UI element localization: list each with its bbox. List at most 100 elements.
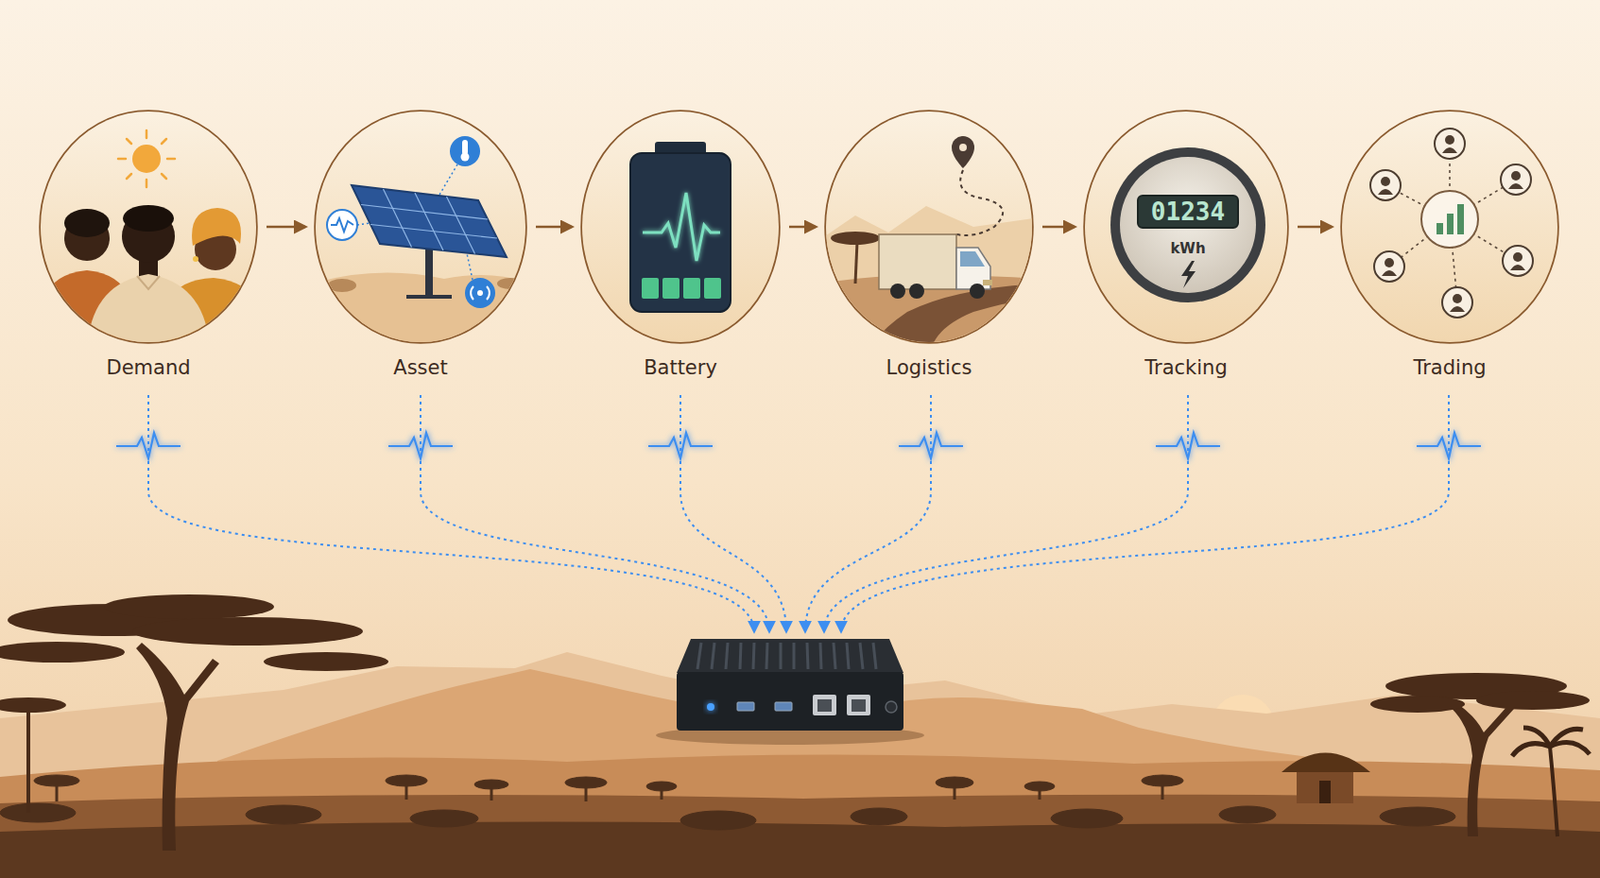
battery-illustration [630,153,731,312]
community-illustration [194,228,237,271]
solar-panel-illustration [357,223,371,225]
signal-pulses [1416,432,1481,459]
small-trees [34,774,80,787]
community-illustration [161,138,167,144]
acacia-tree-left [0,594,389,851]
acacia-tree-left [0,641,125,663]
small-trees [0,803,76,823]
mountains [0,652,1600,878]
edge-computer [820,642,822,670]
small-trees [405,782,409,800]
edge-computer [846,694,871,716]
small-trees [474,779,509,790]
trading-network-illustration [1448,143,1451,220]
data-link-lines [148,395,1449,632]
solar-panel-illustration [461,153,470,162]
edge-computer [655,725,925,745]
trading-network-illustration [1385,185,1450,220]
circle-outline [313,109,528,345]
stage-label: Trading [1283,355,1600,380]
edge-computer [697,642,877,670]
circle-outline [1340,109,1560,345]
solar-panel-illustration [439,164,458,195]
stage-label: Logistics [767,355,1091,380]
community-illustration [121,209,175,263]
solar-panel-illustration [361,205,488,221]
circle-outline [315,111,527,344]
community-illustration [161,173,167,179]
circle-outline [580,109,781,345]
trading-network-illustration [1457,204,1464,235]
community-illustration [37,108,261,347]
logistics-illustration [822,206,1040,350]
data-link-lines [148,395,755,632]
trading-network-illustration [1384,258,1394,268]
edge-computer [737,702,755,711]
solar-panel-illustration [311,273,532,350]
edge-computer [706,703,715,711]
trading-network-illustration [1449,306,1465,312]
logistics-illustration [956,170,1003,236]
trading-network-illustration [1374,251,1405,282]
trading-network-illustration [1436,223,1444,235]
logistics-illustration [855,241,858,284]
trading-network-illustration [1510,264,1526,271]
palm-tree [1549,728,1583,747]
signal-pulses [388,432,453,459]
solar-panel-illustration [477,290,483,296]
edge-computer [725,642,728,670]
trading-network-illustration [1511,171,1521,181]
edge-computer [753,642,755,670]
community-illustration [167,157,175,161]
small-trees [55,782,59,802]
mountains [0,754,1600,878]
solar-panel-illustration [447,196,476,255]
small-trees [1161,782,1165,800]
small-trees [584,784,588,802]
battery-illustration [580,108,781,347]
palm-tree [1549,742,1590,756]
logistics-illustration [909,283,925,299]
signal-pulses [898,432,964,459]
signal-pulses [116,432,1481,459]
trading-network-illustration [1449,219,1518,261]
logistics-illustration [960,251,985,267]
community-illustration [37,108,261,350]
acacia-tree-left [263,652,389,671]
battery-illustration [654,141,706,157]
edge-computer [885,701,897,713]
flow-arrow [789,225,816,229]
solar-panel-illustration [327,278,357,293]
energy-meter-illustration [1181,260,1196,289]
community-illustration [118,157,126,161]
trading-network-illustration [1508,183,1524,190]
small-trees [410,809,479,827]
solar-panel-illustration [497,277,524,290]
acacia-tree-left [136,642,220,851]
edge-computer [655,638,925,745]
small-trees [1050,808,1123,828]
solar-panel-illustration [311,108,532,350]
energy-meter-illustration [1083,108,1291,347]
community-illustration [126,138,132,144]
edge-computer [711,642,715,670]
small-trees [1379,807,1456,826]
battery-illustration [580,108,781,347]
small-trees [1141,774,1184,787]
hut [1296,767,1354,804]
community-illustration [192,256,199,262]
logistics-illustration [969,283,985,299]
acacia-tree-left [26,708,31,813]
logistics-illustration [822,108,1040,350]
edge-computer [833,642,836,670]
trading-network-illustration [1434,128,1465,159]
solar-panel-illustration [370,224,498,240]
community-illustration [118,130,175,188]
solar-panel-illustration [470,286,490,300]
acacia-tree-right [1370,695,1465,713]
community-illustration [64,208,110,238]
battery-illustration [704,277,722,299]
hut [1319,780,1331,804]
edge-computer [846,642,849,670]
